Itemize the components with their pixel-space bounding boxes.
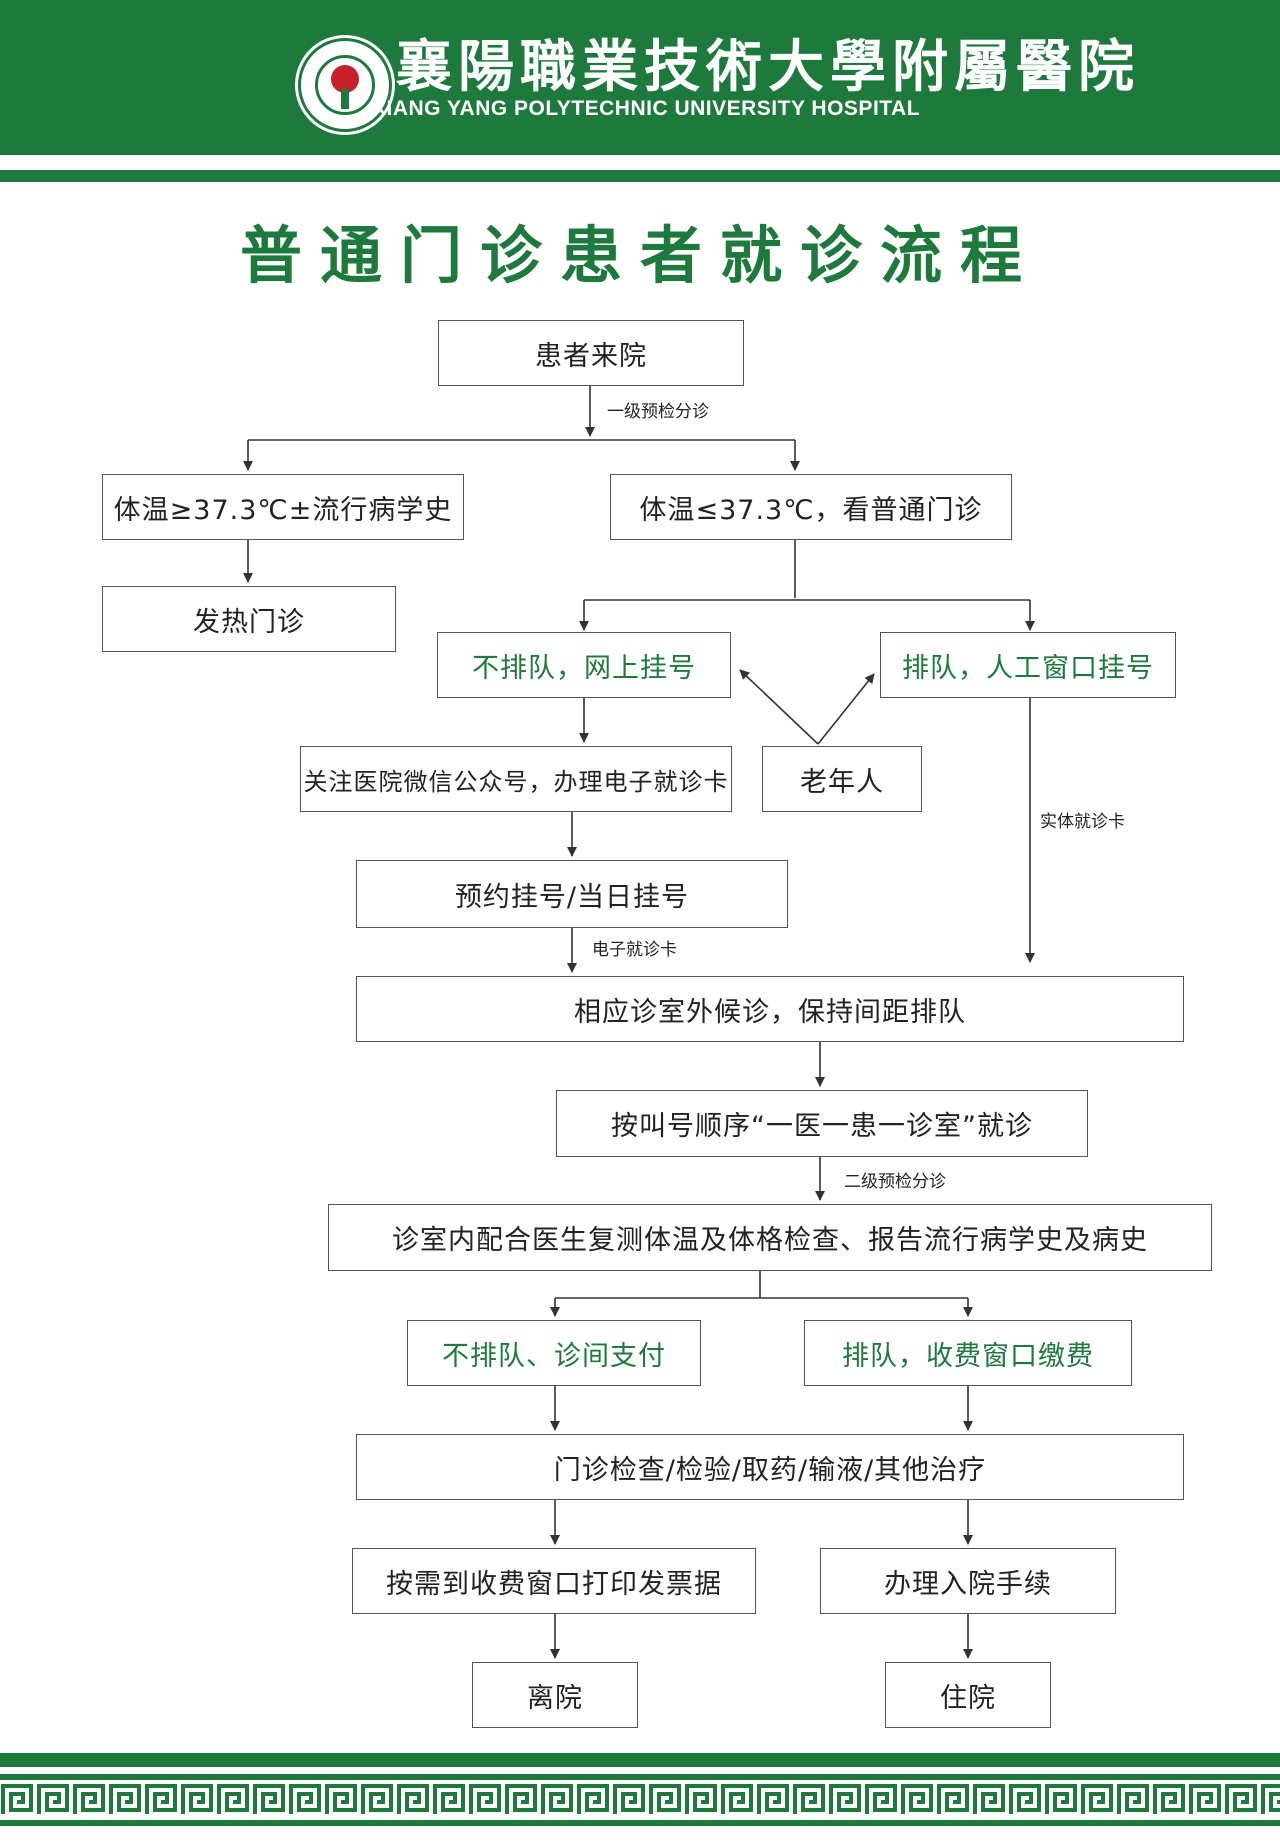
node-fever-check: 体温≥37.3℃±流行病学史 [102,474,464,540]
node-online-reg: 不排队，网上挂号 [437,632,731,698]
node-arrive: 患者来院 [438,320,744,386]
hospital-logo-icon [298,38,392,132]
hospital-name-en: XIANG YANG POLYTECHNIC UNIVERSITY HOSPIT… [372,97,921,120]
node-window-reg: 排队，人工窗口挂号 [880,632,1176,698]
edge-elderly-to-online [739,669,819,745]
node-elderly: 老年人 [762,746,922,812]
node-pay-in-room: 不排队、诊间支付 [407,1320,701,1386]
footer-base [0,1832,1280,1848]
page-title: 普通门诊患者就诊流程 [239,219,1040,292]
node-treatment: 门诊检查/检验/取药/输液/其他治疗 [356,1434,1184,1500]
node-fever-clinic: 发热门诊 [102,586,396,652]
header-divider [0,170,1280,182]
label-physical-card: 实体就诊卡 [1040,812,1125,832]
header-banner [0,0,1280,155]
logo-stem [341,89,349,109]
edge-elderly-to-window [817,673,875,745]
footer-bar [0,1753,1280,1767]
label-triage1: 一级预检分诊 [607,402,709,422]
node-in-room: 诊室内配合医生复测体温及体格检查、报告流行病学史及病史 [328,1204,1212,1271]
node-leave: 离院 [472,1662,638,1728]
node-admission: 办理入院手续 [820,1548,1116,1614]
node-hospitalized: 住院 [885,1662,1051,1728]
label-e-card: 电子就诊卡 [592,940,677,960]
footer-fret-pattern [0,1774,1280,1826]
label-triage2: 二级预检分诊 [844,1172,946,1192]
node-call-order: 按叫号顺序“一医一患一诊室”就诊 [556,1090,1088,1157]
node-wechat: 关注医院微信公众号，办理电子就诊卡 [300,746,732,812]
node-pay-window: 排队，收费窗口缴费 [804,1320,1132,1386]
fret-pattern-icon [0,1780,1280,1820]
logo-ring [315,55,375,115]
logo-red-mark [331,65,359,93]
node-normal-check: 体温≤37.3℃，看普通门诊 [610,474,1012,540]
node-waiting: 相应诊室外候诊，保持间距排队 [356,976,1184,1042]
node-appointment: 预约挂号/当日挂号 [356,860,788,928]
node-invoice: 按需到收费窗口打印发票据 [352,1548,756,1614]
